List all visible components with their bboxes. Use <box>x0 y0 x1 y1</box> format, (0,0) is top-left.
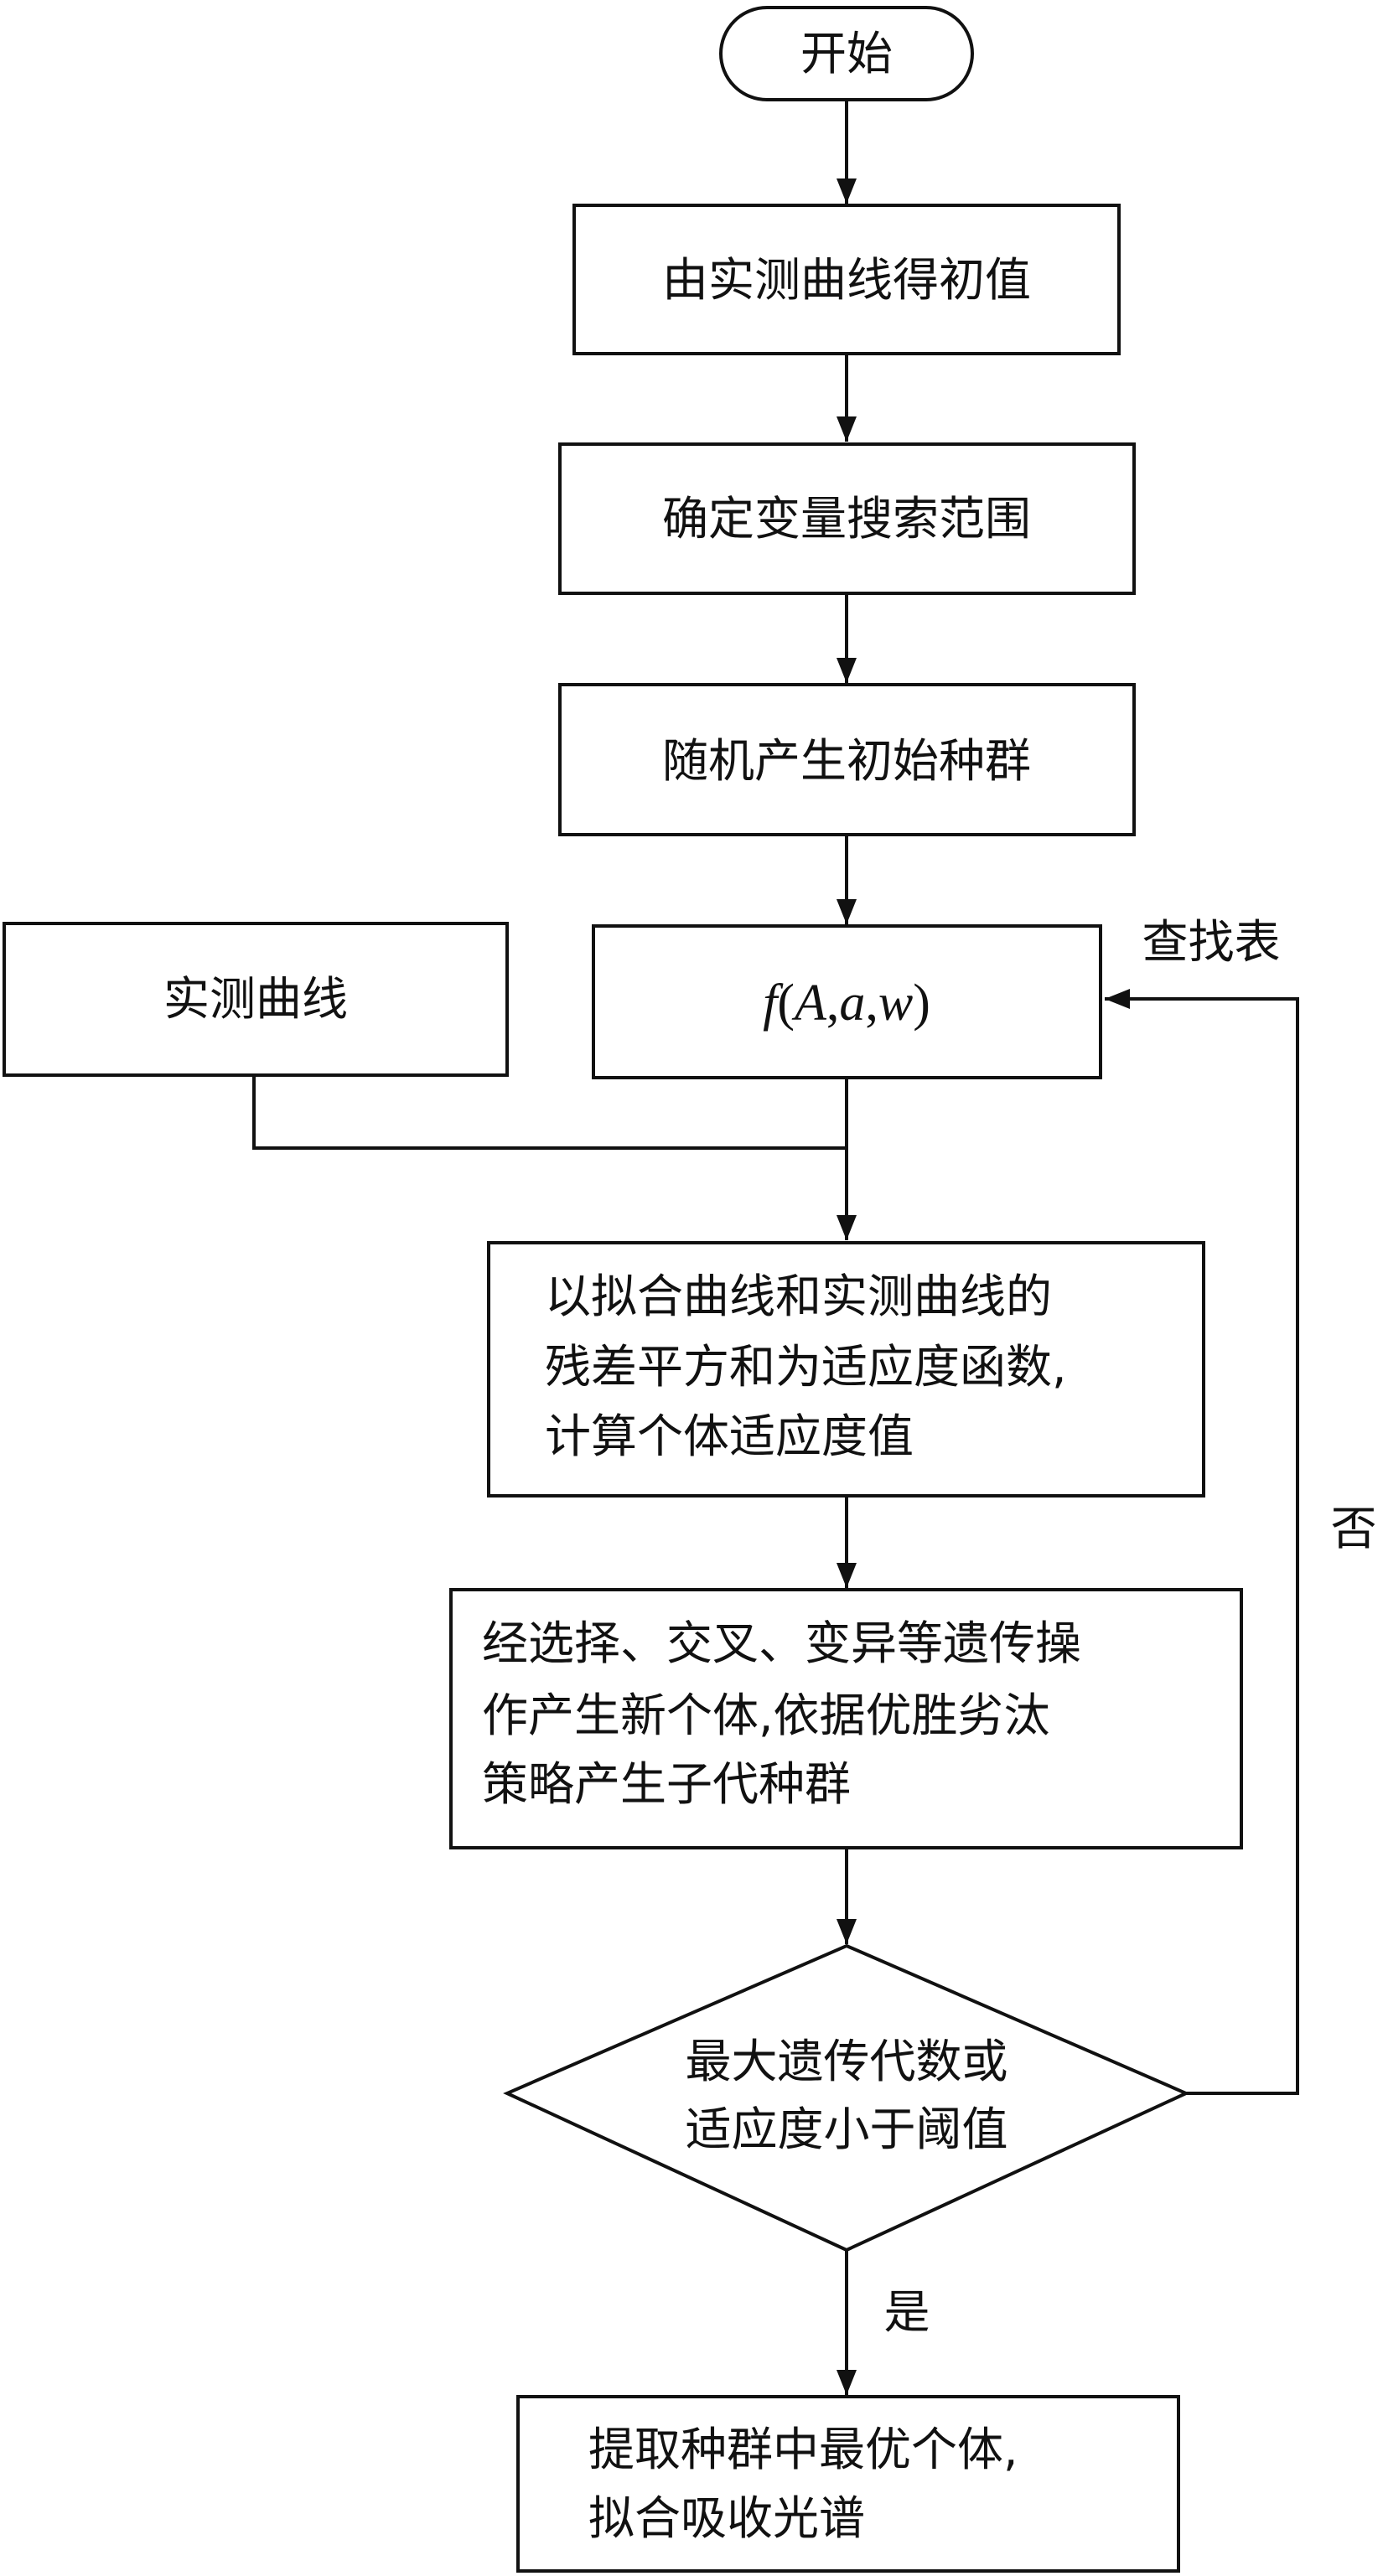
genetic-ops-box <box>449 1588 1243 1849</box>
function-open-paren: ( <box>777 975 795 1032</box>
initial-values-node: 由实测曲线得初值 <box>572 204 1121 355</box>
decision-line-1: 最大遗传代数或 <box>685 2035 1007 2088</box>
fitness-box <box>487 1241 1205 1497</box>
arrow-decision-no-loop <box>1105 989 1299 2095</box>
result-box <box>516 2395 1180 2573</box>
function-label: f(A,a,w) <box>763 975 930 1032</box>
result-line-2: 拟合吸收光谱 <box>588 2491 865 2545</box>
initial-values-box <box>572 204 1121 355</box>
search-range-box <box>558 442 1136 595</box>
fitness-line-1: 以拟合曲线和实测曲线的 <box>545 1270 1052 1323</box>
function-arg-A: A <box>791 975 827 1032</box>
genetic-ops-line-1: 经选择、交叉、变异等遗传操 <box>482 1616 1081 1670</box>
yes-label: 是 <box>883 2285 930 2339</box>
fitness-line-3: 计算个体适应度值 <box>545 1410 914 1463</box>
genetic-ops-line-2: 作产生新个体,依据优胜劣汰 <box>482 1689 1049 1742</box>
lookup-table-label: 查找表 <box>1142 915 1280 969</box>
function-arg-a: a <box>839 975 865 1032</box>
measured-curve-label: 实测曲线 <box>163 972 348 1026</box>
start-terminal <box>719 6 974 101</box>
measured-curve-box <box>3 922 509 1077</box>
no-label: 否 <box>1330 1502 1376 1555</box>
initial-values-label: 由实测曲线得初值 <box>662 253 1031 307</box>
function-box <box>592 924 1102 1079</box>
search-range-label: 确定变量搜索范围 <box>662 492 1031 546</box>
function-comma-2: , <box>865 975 878 1032</box>
start-label: 开始 <box>800 27 893 80</box>
decision-line-2: 适应度小于阈值 <box>685 2103 1007 2156</box>
function-close-paren: ) <box>913 975 930 1032</box>
genetic-ops-node: 经选择、交叉、变异等遗传操 作产生新个体,依据优胜劣汰 策略产生子代种群 <box>449 1588 1243 1849</box>
function-comma-1: , <box>826 975 840 1032</box>
random-population-node: 随机产生初始种群 <box>558 683 1136 836</box>
fitness-node: 以拟合曲线和实测曲线的 残差平方和为适应度函数, 计算个体适应度值 <box>487 1241 1205 1497</box>
decision-node: 最大遗传代数或 适应度小于阈值 <box>503 1943 1190 2253</box>
result-line-1: 提取种群中最优个体, <box>588 2423 1018 2476</box>
random-population-label: 随机产生初始种群 <box>662 734 1031 788</box>
result-node: 提取种群中最优个体, 拟合吸收光谱 <box>516 2395 1180 2573</box>
fitness-line-2: 残差平方和为适应度函数, <box>545 1340 1066 1394</box>
function-arg-w: w <box>878 975 913 1032</box>
function-node: f(A,a,w) <box>592 924 1102 1079</box>
genetic-ops-line-3: 策略产生子代种群 <box>482 1757 851 1811</box>
random-population-box <box>558 683 1136 836</box>
decision-diamond <box>503 1943 1190 2253</box>
measured-curve-node: 实测曲线 <box>3 922 509 1077</box>
start-node: 开始 <box>719 6 974 101</box>
search-range-node: 确定变量搜索范围 <box>558 442 1136 595</box>
line-measured-curve-merge <box>252 1075 847 1150</box>
connectors <box>252 99 1299 2395</box>
